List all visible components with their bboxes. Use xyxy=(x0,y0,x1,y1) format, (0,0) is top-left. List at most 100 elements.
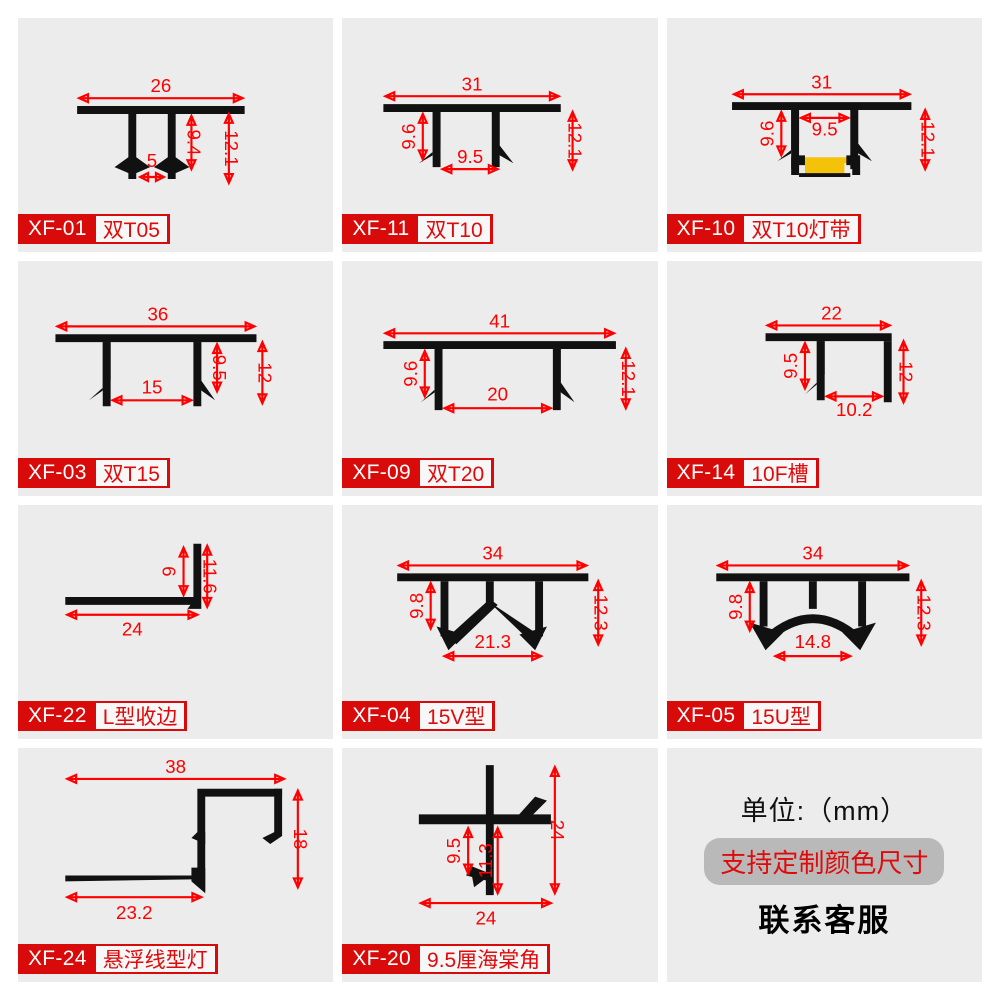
product-code: XF-01 xyxy=(28,217,87,241)
dim-inner-xf-03: 15 xyxy=(142,377,163,398)
profile-drawing-xf-22: 9 11.6 24 xyxy=(18,505,333,739)
product-name: 双T10灯带 xyxy=(744,216,858,243)
profile-drawing-xf-03: 36 15 9.5 12 xyxy=(18,261,333,495)
dim-inner-xf-04: 21.3 xyxy=(475,631,511,652)
dim-height-xf-05: 12.3 xyxy=(913,594,934,630)
product-code: XF-05 xyxy=(676,703,736,727)
profile-drawing-xf-05: 34 9.8 14.8 12.3 xyxy=(667,505,982,739)
dim-inner-xf-05: 14.8 xyxy=(794,631,830,652)
product-name: 双T05 xyxy=(95,216,167,243)
product-cell-xf-11[interactable]: 31 9.6 9.5 12.1 XF-11 双T10 xyxy=(342,18,658,253)
dim-height-xf-10: 12.1 xyxy=(917,121,938,157)
product-code: XF-24 xyxy=(28,947,87,970)
dim-height-xf-01: 12.1 xyxy=(221,130,242,166)
dim-width-xf-14: 22 xyxy=(821,303,842,324)
product-code: XF-14 xyxy=(676,460,736,484)
product-code: XF-03 xyxy=(28,460,87,484)
product-label-xf-05: XF-05 15U型 xyxy=(666,700,821,731)
dim-width-xf-04: 34 xyxy=(483,542,504,563)
profile-drawing-xf-20: 9.5 11.3 24 24 xyxy=(342,748,657,982)
info-cell: 单位:（mm） 支持定制颜色尺寸 联系客服 xyxy=(666,747,982,982)
dim-leg-xf-10: 9.6 xyxy=(756,121,777,147)
profile-drawing-xf-14: 22 9.5 10.2 12 xyxy=(667,261,982,495)
custom-order-badge: 支持定制颜色尺寸 xyxy=(704,838,945,886)
dim-width-xf-09: 41 xyxy=(490,311,511,332)
product-label-xf-22: XF-22 L型收边 xyxy=(18,700,188,731)
product-name: 双T20 xyxy=(420,459,492,486)
dim-leg-xf-09: 9.6 xyxy=(400,361,421,387)
product-name: 10F槽 xyxy=(744,459,816,486)
dim-leg-xf-01: 9.4 xyxy=(183,129,204,155)
product-cell-xf-24[interactable]: 38 18 23.2 XF-24 悬浮线型灯 xyxy=(18,747,334,982)
dim-height-xf-09: 12.1 xyxy=(618,361,639,397)
profile-drawing-xf-09: 41 9.6 20 12.1 xyxy=(342,261,657,495)
product-cell-xf-14[interactable]: 22 9.5 10.2 12 XF-14 10F槽 xyxy=(666,261,982,496)
dim-inner-xf-20: 11.3 xyxy=(475,843,496,878)
product-cell-xf-09[interactable]: 41 9.6 20 12.1 XF-09 双T20 xyxy=(342,261,658,496)
dim-height-xf-24: 18 xyxy=(290,828,311,849)
dim-inner-xf-14: 10.2 xyxy=(836,399,872,420)
dim-width-xf-22: 24 xyxy=(122,618,143,639)
product-cell-xf-04[interactable]: 34 9.8 21.3 12.3 XF-04 15V型 xyxy=(342,504,658,739)
dim-leg-xf-11: 9.6 xyxy=(398,124,419,150)
dim-inner-xf-09: 20 xyxy=(488,384,509,405)
product-label-xf-03: XF-03 双T15 xyxy=(18,457,170,488)
product-cell-xf-22[interactable]: 9 11.6 24 XF-22 L型收边 xyxy=(18,504,334,739)
product-cell-xf-20[interactable]: 9.5 11.3 24 24 XF-20 9.5厘海棠角 xyxy=(342,747,658,982)
dim-width-xf-10: 31 xyxy=(811,71,832,92)
profile-drawing-xf-24: 38 18 23.2 xyxy=(18,748,333,982)
dim-inner-xf-01: 5 xyxy=(147,150,157,171)
dim-width-xf-24: 38 xyxy=(165,756,186,777)
product-label-xf-24: XF-24 悬浮线型灯 xyxy=(18,944,218,974)
product-code: XF-22 xyxy=(28,703,87,727)
dim-height-xf-11: 12.1 xyxy=(565,122,586,158)
contact-service-text[interactable]: 联系客服 xyxy=(758,903,891,939)
dim-width-xf-11: 31 xyxy=(462,73,483,94)
profile-drawing-xf-01: 26 5 9.4 12.1 xyxy=(18,18,333,252)
product-name: 15U型 xyxy=(744,702,818,729)
dim-height-xf-22: 11.6 xyxy=(199,558,220,593)
product-label-xf-11: XF-11 双T10 xyxy=(342,214,493,245)
dim-height-xf-14: 12 xyxy=(895,362,916,383)
dim-leg-xf-20: 9.5 xyxy=(444,838,465,864)
product-cell-xf-05[interactable]: 34 9.8 14.8 12.3 XF-05 15U型 xyxy=(666,504,982,739)
dim-width-xf-01: 26 xyxy=(150,75,171,96)
dim-height-xf-03: 12 xyxy=(254,363,275,384)
dim-height-xf-04: 12.3 xyxy=(591,594,612,630)
product-label-xf-10: XF-10 双T10灯带 xyxy=(666,214,861,245)
product-code: XF-20 xyxy=(352,947,412,970)
dim-inner-xf-10: 9.5 xyxy=(811,119,837,140)
dim-width-xf-20: 24 xyxy=(476,907,497,928)
dim-leg-xf-03: 9.5 xyxy=(209,355,230,381)
dim-leg-xf-04: 9.8 xyxy=(406,592,427,618)
product-name: 悬浮线型灯 xyxy=(95,946,215,972)
dim-inner-xf-11: 9.5 xyxy=(457,146,483,167)
product-code: XF-04 xyxy=(352,703,412,727)
dim-leg-xf-05: 9.8 xyxy=(725,593,746,619)
product-label-xf-14: XF-14 10F槽 xyxy=(666,457,819,488)
profile-drawing-xf-10: 31 9.6 9.5 12.1 xyxy=(667,18,982,252)
profile-drawing-xf-04: 34 9.8 21.3 12.3 xyxy=(342,505,657,739)
product-name: 双T10 xyxy=(418,216,490,243)
product-label-xf-09: XF-09 双T20 xyxy=(342,457,495,488)
product-code: XF-11 xyxy=(352,217,410,241)
product-cell-xf-01[interactable]: 26 5 9.4 12.1 XF-01 双T05 xyxy=(18,18,334,253)
product-label-xf-20: XF-20 9.5厘海棠角 xyxy=(342,944,551,974)
product-code: XF-09 xyxy=(352,460,412,484)
dim-leg-xf-14: 9.5 xyxy=(780,353,801,379)
product-name: L型收边 xyxy=(95,702,185,729)
dim-inner-xf-24: 23.2 xyxy=(116,902,152,923)
product-name: 9.5厘海棠角 xyxy=(420,946,548,972)
profile-drawing-xf-11: 31 9.6 9.5 12.1 xyxy=(342,18,657,252)
product-cell-xf-03[interactable]: 36 15 9.5 12 XF-03 双T15 xyxy=(18,261,334,496)
product-code: XF-10 xyxy=(676,217,736,241)
product-cell-xf-10[interactable]: 31 9.6 9.5 12.1 XF-10 双T10灯带 xyxy=(666,18,982,253)
product-label-xf-01: XF-01 双T05 xyxy=(18,214,170,245)
product-label-xf-04: XF-04 15V型 xyxy=(342,700,496,731)
product-name: 15V型 xyxy=(420,702,493,729)
dim-width-xf-05: 34 xyxy=(802,542,823,563)
dim-width-xf-03: 36 xyxy=(148,304,169,325)
unit-note: 单位:（mm） xyxy=(740,796,909,827)
product-name: 双T15 xyxy=(95,459,167,486)
